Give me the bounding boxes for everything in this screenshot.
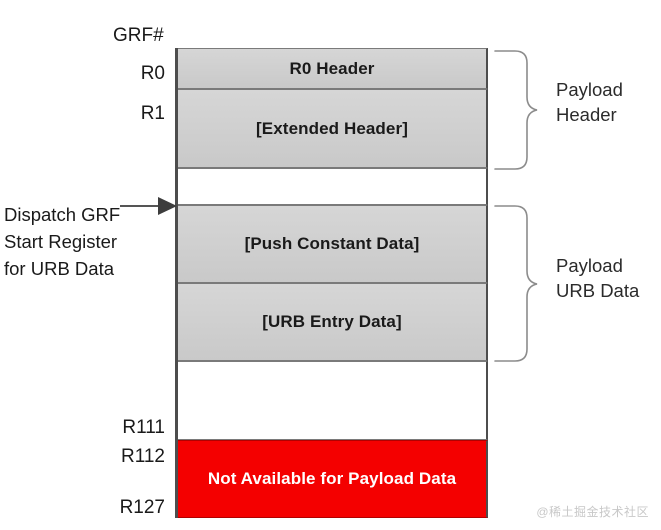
grf-row-extended-header: [Extended Header]: [178, 89, 488, 168]
register-label-r127: R127: [119, 497, 165, 518]
grf-row-gap-upper: [178, 168, 488, 205]
brace-label-line-2: URB Data: [556, 279, 640, 301]
watermark: @稀土掘金技术社区: [536, 505, 649, 519]
grf-row-r0-header: R0 Header: [178, 48, 488, 89]
callout-line-1: Dispatch GRF: [4, 204, 121, 225]
dispatch-grf-callout: Dispatch GRF Start Register for URB Data: [4, 202, 154, 282]
grf-row-gap-lower: [178, 361, 488, 440]
register-label-r111: R111: [122, 417, 165, 438]
register-label-r0: R0: [140, 63, 165, 84]
callout-arrow-icon: [120, 197, 177, 215]
brace-payload-urb-data: [494, 205, 538, 362]
grf-register-table: R0 Header [Extended Header] [Push Consta…: [175, 48, 488, 518]
grf-row-label: [Extended Header]: [256, 118, 408, 138]
callout-line-3: for URB Data: [4, 257, 115, 279]
register-label-r1: R1: [140, 103, 165, 124]
brace-label-line-1: Payload: [556, 79, 623, 100]
callout-line-2: Start Register: [4, 230, 118, 252]
grf-row-push-constant-data: [Push Constant Data]: [178, 205, 488, 283]
grf-row-label: [Push Constant Data]: [244, 234, 420, 253]
brace-label-payload-urb-data: Payload URB Data: [556, 254, 639, 304]
brace-label-payload-header: Payload Header: [556, 78, 623, 128]
brace-label-line-1: Payload: [556, 255, 623, 276]
grf-row-label: Not Available for Payload Data: [207, 469, 457, 488]
grf-row-label: [URB Entry Data]: [262, 312, 402, 331]
grf-column-header: GRF#: [113, 25, 164, 46]
brace-label-line-2: Header: [556, 103, 617, 125]
brace-payload-header: [494, 50, 538, 170]
grf-row-urb-entry-data: [URB Entry Data]: [178, 283, 488, 361]
register-label-r112: R112: [120, 446, 165, 467]
grf-row-label: R0 Header: [289, 58, 375, 78]
grf-row-not-available: Not Available for Payload Data: [178, 440, 488, 518]
